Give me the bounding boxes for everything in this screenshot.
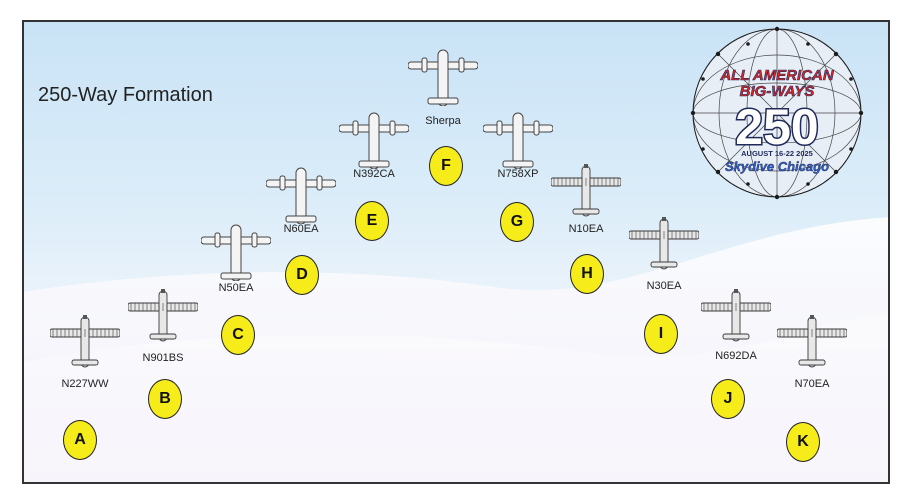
otter-icon: [777, 315, 847, 368]
slot-marker: C: [221, 315, 255, 355]
casa-icon: [483, 112, 553, 169]
logo-place: Skydive Chicago: [725, 159, 829, 174]
formation-diagram: 250-Way Formation ALL AMERICAN BIG-WAYS …: [22, 20, 890, 484]
aircraft-registration: N227WW: [61, 378, 109, 390]
sky-background: [24, 217, 888, 482]
slot-marker: J: [711, 379, 745, 419]
slot-marker: K: [786, 422, 820, 462]
slot-marker: H: [570, 254, 604, 294]
aircraft-registration: N60EA: [283, 223, 319, 235]
casa-icon: [266, 167, 336, 224]
aircraft-registration: N10EA: [568, 223, 604, 235]
diagram-title: 250-Way Formation: [38, 84, 213, 106]
casa-icon: [408, 49, 478, 106]
otter-icon: [128, 289, 198, 342]
casa-icon: [201, 224, 271, 281]
logo-line1: ALL AMERICAN: [719, 67, 834, 84]
aircraft-registration: N50EA: [218, 282, 254, 294]
aircraft-registration: N758XP: [497, 168, 539, 180]
aircraft-registration: N901BS: [142, 352, 184, 364]
slot-marker: D: [285, 255, 319, 295]
aircraft-registration: N30EA: [646, 280, 682, 292]
slot-marker: B: [148, 379, 182, 419]
casa-icon: [339, 112, 409, 169]
slot-marker: G: [500, 202, 534, 242]
logo-line2: BIG-WAYS: [740, 83, 815, 100]
logo-number: 250: [735, 99, 818, 155]
otter-icon: [701, 289, 771, 342]
aircraft-registration: N392CA: [353, 168, 395, 180]
otter-icon: [50, 315, 120, 368]
slot-marker: I: [644, 314, 678, 354]
aircraft-registration: Sherpa: [425, 115, 461, 127]
aircraft-registration: N692DA: [715, 350, 757, 362]
aircraft-registration: N70EA: [794, 378, 830, 390]
otter-icon: [629, 217, 699, 270]
slot-marker: F: [429, 146, 463, 186]
logo-dates: AUGUST 16-22 2025: [741, 149, 813, 158]
event-logo: ALL AMERICAN BIG-WAYS 250 AUGUST 16-22 2…: [690, 26, 864, 200]
otter-icon: [551, 164, 621, 217]
slot-marker: A: [63, 420, 97, 460]
slot-marker: E: [355, 201, 389, 241]
